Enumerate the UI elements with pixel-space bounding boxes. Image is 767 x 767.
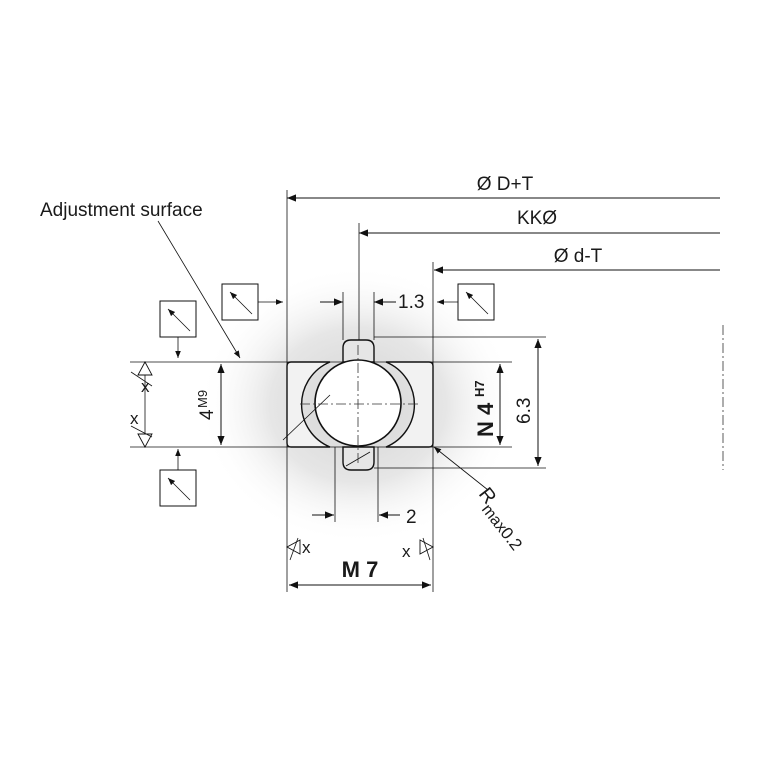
height-right-label-group: N 4 H7 [472, 380, 498, 437]
x-marker-bottom-right: x [402, 542, 411, 561]
x-tick-bottom [130, 425, 153, 438]
height-right-tolerance: H7 [472, 380, 487, 397]
pitch-dia-label: KKØ [517, 208, 557, 229]
adjustment-leader [157, 220, 241, 359]
height-left-tolerance: M9 [195, 390, 210, 408]
dia-outer-label: Ø D+T [477, 174, 534, 195]
radius-label-group: R max 0.2 [474, 484, 526, 555]
x-marker-bottom: x [130, 409, 139, 428]
width-main-label: M 7 [342, 557, 379, 582]
gap-2-label: 2 [406, 507, 417, 528]
cage-top [342, 339, 375, 363]
radius-leader [433, 446, 489, 491]
x-tick-bottom-right [422, 537, 431, 561]
triangle-marker-icon [137, 361, 153, 376]
height-right-value: N 4 [473, 402, 498, 437]
x-tick-top [130, 371, 153, 387]
adjustment-surface-label: Adjustment surface [40, 200, 203, 221]
height-6-3-label-group: 6.3 [514, 398, 535, 424]
triangle-marker-icon [137, 433, 153, 448]
height-left-label-group: 4 M9 [195, 390, 218, 420]
dia-inner-label: Ø d-T [554, 246, 603, 267]
flatness-symbol-icon [221, 283, 283, 321]
flatness-symbol-icon [437, 283, 495, 321]
height-left-value: 4 [197, 409, 218, 420]
triangle-marker-icon [286, 539, 301, 555]
section-diagonal [282, 394, 331, 441]
flatness-symbol-icon [159, 300, 197, 358]
flatness-symbol-icon [159, 449, 197, 507]
x-tick-bottom-left [289, 537, 299, 561]
inner-ring-section [385, 361, 434, 448]
height-6-3-label: 6.3 [514, 398, 535, 424]
x-marker-top: x [141, 377, 150, 396]
gap-1-3-label: 1.3 [398, 292, 424, 313]
x-marker-bottom-left: x [302, 538, 311, 557]
triangle-marker-icon [419, 539, 434, 555]
